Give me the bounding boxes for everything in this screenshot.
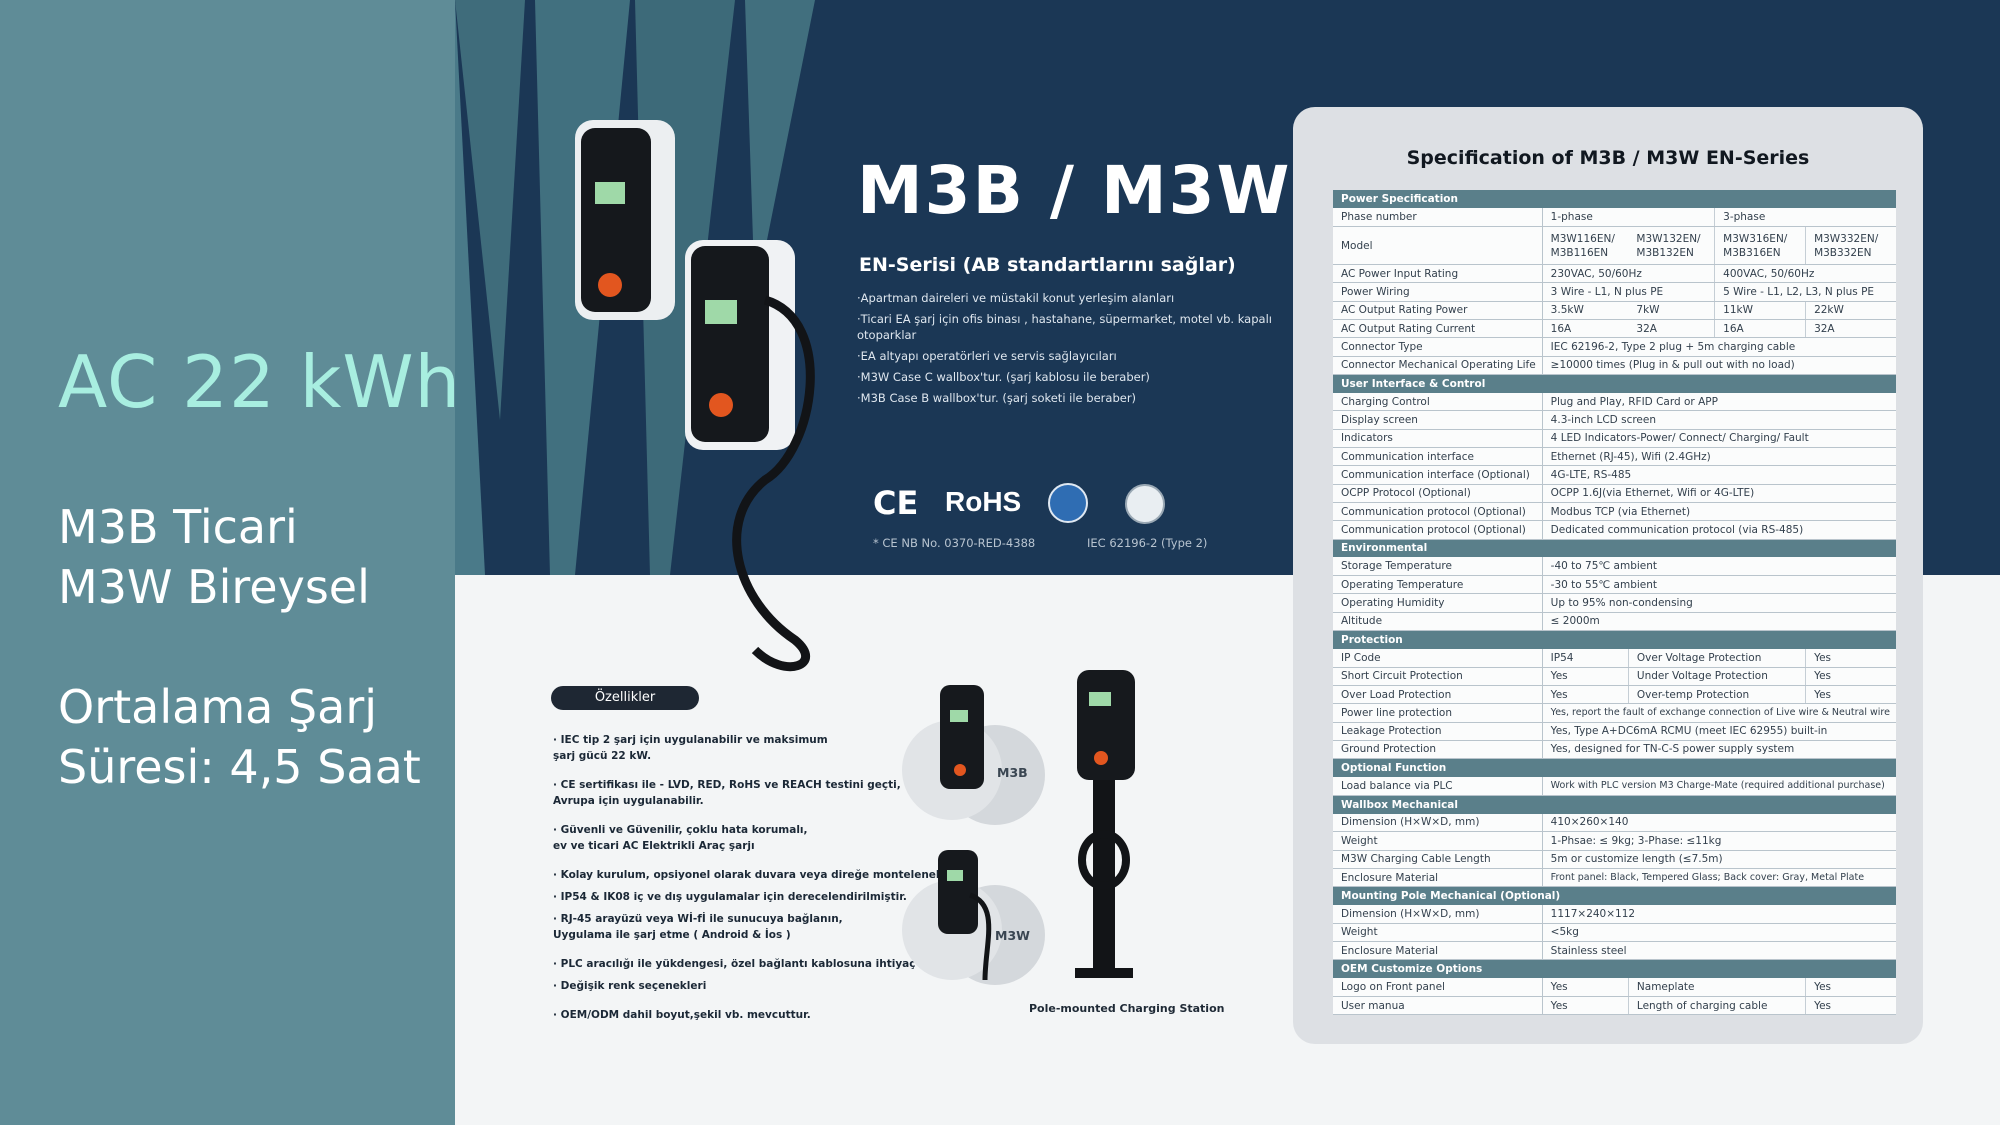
use-case-list: ·Apartman daireleri ve müstakil konut ye… <box>857 290 1277 411</box>
section-header: Mounting Pole Mechanical (Optional) <box>1333 886 1896 905</box>
table-row: Operating Temperature-30 to 55℃ ambient <box>1333 575 1896 595</box>
table-row: Communication interface (Optional)4G-LTE… <box>1333 465 1896 485</box>
avg-charge-line-2: Süresi: 4,5 Saat <box>58 740 421 794</box>
features-heading: Özellikler <box>551 686 699 710</box>
certification-logos: CE RoHS <box>873 480 1213 530</box>
table-row: Short Circuit Protection Yes Under Volta… <box>1333 667 1896 686</box>
hero-subtitle: EN-Serisi (AB standartlarını sağlar) <box>859 254 1236 276</box>
power-headline: AC 22 kWh <box>58 340 462 424</box>
charger-hero-image <box>575 120 815 672</box>
ce-note: * CE NB No. 0370-RED-4388 <box>873 536 1036 550</box>
table-row: IP Code IP54 Over Voltage Protection Yes <box>1333 648 1896 668</box>
table-row: OCPP Protocol (Optional)OCPP 1.6J(via Et… <box>1333 484 1896 503</box>
table-row: Phase number 1-phase 3-phase <box>1333 208 1896 228</box>
pole-mounted-charger-image <box>1075 670 1135 978</box>
table-row: AC Power Input Rating 230VAC, 50/60Hz 40… <box>1333 264 1896 284</box>
section-header: Optional Function <box>1333 758 1896 777</box>
list-item: · Değişik renk seçenekleri <box>553 980 707 992</box>
table-row: Altitude≤ 2000m <box>1333 612 1896 632</box>
model-line-commercial: M3B Ticari <box>58 500 298 554</box>
spec-table: Power Specification Phase number 1-phase… <box>1333 190 1896 1016</box>
table-row: Connector Mechanical Operating Life ≥100… <box>1333 356 1896 375</box>
table-row: Communication protocol (Optional)Modbus … <box>1333 502 1896 522</box>
table-row: Weight<5kg <box>1333 923 1896 943</box>
table-row: Connector Type IEC 62196-2, Type 2 plug … <box>1333 337 1896 357</box>
section-header: OEM Customize Options <box>1333 959 1896 979</box>
left-info-panel: AC 22 kWh M3B Ticari M3W Bireysel Ortala… <box>0 0 460 1125</box>
type2-socket-icon <box>1125 484 1165 524</box>
list-item: ·M3W Case C wallbox'tur. (şarj kablosu i… <box>857 370 1150 384</box>
reach-seal-icon <box>1048 483 1088 523</box>
table-row: Dimension (H×W×D, mm)410×260×140 <box>1333 813 1896 833</box>
table-row: Power Wiring 3 Wire - L1, N plus PE 5 Wi… <box>1333 282 1896 302</box>
ce-mark-icon: CE <box>873 484 919 522</box>
section-header: User Interface & Control <box>1333 374 1896 393</box>
table-row: Logo on Front panel Yes Nameplate Yes <box>1333 978 1896 997</box>
table-row: Communication protocol (Optional)Dedicat… <box>1333 520 1896 540</box>
spec-title: Specification of M3B / M3W EN-Series <box>1406 147 1810 169</box>
section-header: Wallbox Mechanical <box>1333 795 1896 814</box>
table-row: Dimension (H×W×D, mm)1117×240×112 <box>1333 904 1896 924</box>
iec-note: IEC 62196-2 (Type 2) <box>1087 536 1208 550</box>
list-item: ·M3B Case B wallbox'tur. (şarj soketi il… <box>857 391 1137 405</box>
m3b-label: M3B <box>997 765 1028 780</box>
table-row: Over Load Protection Yes Over-temp Prote… <box>1333 685 1896 705</box>
m3w-product-image <box>902 850 1045 985</box>
section-header: Protection <box>1333 630 1896 649</box>
list-item: ·EA altyapı operatörleri ve servis sağla… <box>857 349 1117 363</box>
m3b-product-image <box>902 685 1045 825</box>
table-row: AC Output Rating Power 3.5kW 7kW 11kW 22… <box>1333 301 1896 320</box>
table-row: Storage Temperature-40 to 75℃ ambient <box>1333 557 1896 577</box>
list-item: ·Apartman daireleri ve müstakil konut ye… <box>857 291 1175 305</box>
pole-caption: Pole-mounted Charging Station <box>1029 1002 1225 1015</box>
list-item: · Güvenli ve Güvenilir, çoklu hata korum… <box>553 824 808 852</box>
avg-charge-line-1: Ortalama Şarj <box>58 680 378 734</box>
list-item: ·Ticari EA şarj için ofis binası , hasta… <box>857 312 1272 342</box>
list-item: · CE sertifikası ile - LVD, RED, RoHS ve… <box>553 779 901 807</box>
model-line-personal: M3W Bireysel <box>58 560 370 614</box>
hero-title: M3B / M3W <box>857 152 1292 229</box>
section-header: Environmental <box>1333 539 1896 558</box>
specification-card: Specification of M3B / M3W EN-Series Pow… <box>1293 107 1923 1044</box>
list-item: · OEM/ODM dahil boyut,şekil vb. mevcuttu… <box>553 1009 811 1021</box>
table-row: Model M3W116EN/ M3B116EN M3W132EN/ M3B13… <box>1333 226 1896 266</box>
m3w-label: M3W <box>995 928 1030 943</box>
product-slide: M3B / M3W EN-Serisi (AB standartlarını s… <box>455 0 2000 1125</box>
section-header: Power Specification <box>1333 190 1896 209</box>
table-row: User manua Yes Length of charging cable … <box>1333 996 1896 1016</box>
rohs-mark-icon: RoHS <box>945 486 1022 517</box>
list-item: · RJ-45 arayüzü veya Wİ-fİ ile sunucuya … <box>553 913 843 941</box>
table-row: AC Output Rating Current 16A 32A 16A 32A <box>1333 319 1896 339</box>
list-item: · IEC tip 2 şarj için uygulanabilir ve m… <box>553 734 828 762</box>
list-item: · IP54 & IK08 iç ve dış uygulamalar için… <box>553 891 907 903</box>
